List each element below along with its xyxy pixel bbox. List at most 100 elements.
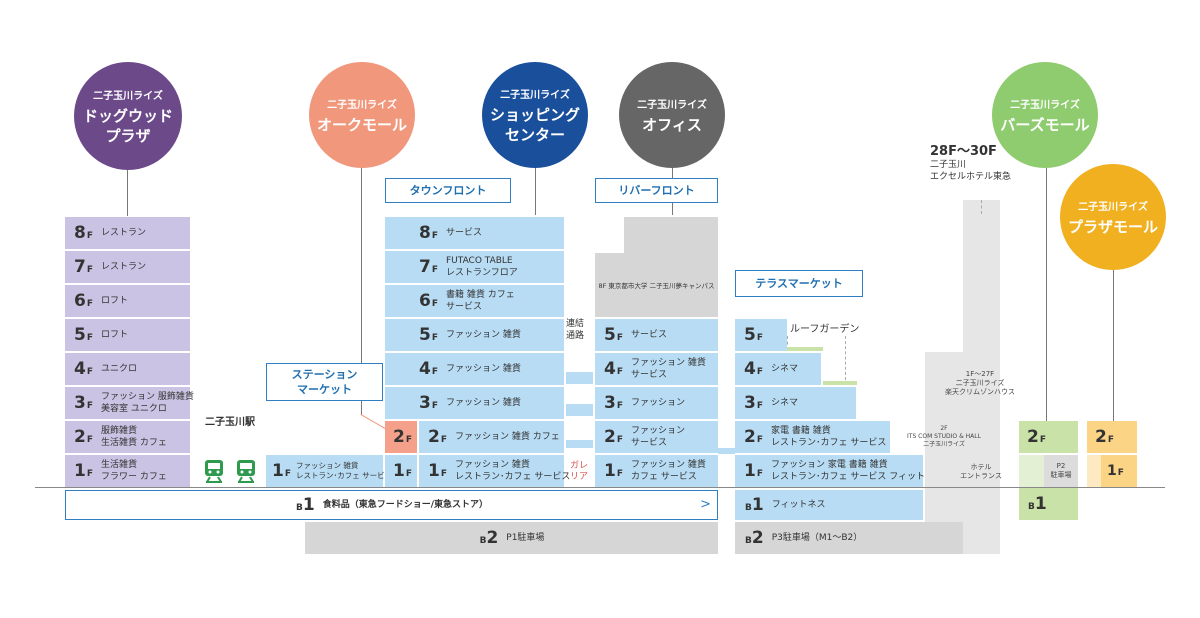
floor-desc: ファッション 雑貨 xyxy=(446,398,521,408)
bars-mall-circle: 二子玉川ライズ バーズモール xyxy=(992,62,1098,168)
floor-desc: 服飾雑貨 生活雑貨 カフェ xyxy=(101,426,167,448)
plaza-line xyxy=(1113,270,1114,421)
river-front-label: リバーフロント xyxy=(595,178,718,203)
terrace-b1-desc: フィットネス xyxy=(771,500,826,510)
b1-desc: 食料品（東急フードショー/東急ストア） xyxy=(322,500,488,510)
bars-floor-b1[interactable]: B1 xyxy=(1019,488,1078,520)
floor-number: 3F xyxy=(604,393,623,413)
floor-number: 1F xyxy=(272,461,291,481)
office-circle: 二子玉川ライズ オフィス xyxy=(619,62,725,168)
rakuten-tower xyxy=(963,200,1000,554)
plaza-floor-2[interactable]: 2F xyxy=(1087,421,1137,453)
terrace-b2-floor[interactable]: B2 P3駐車場（M1～B2） xyxy=(735,522,963,554)
floor-desc: レストラン xyxy=(101,228,147,238)
terrace-b2-desc: P3駐車場（M1～B2） xyxy=(771,533,863,543)
floor-number: 5F xyxy=(74,325,93,345)
station-floor-1[interactable]: 1F ファッション 雑貨 レストラン･カフェ サービス xyxy=(266,455,392,487)
office-title: オフィス xyxy=(642,115,702,134)
train-icon-1 xyxy=(203,459,225,487)
terrace-b1-floor[interactable]: B1 フィットネス xyxy=(735,490,923,520)
dogwood-floor-8[interactable]: 8F レストラン xyxy=(65,217,190,249)
station-market-label: ステーション マーケット xyxy=(266,363,383,401)
dogwood-title-2: プラザ xyxy=(105,126,151,145)
floor-desc: 生活雑貨 フラワー カフェ xyxy=(101,460,167,482)
hotel-dashed-line xyxy=(981,200,983,214)
floor-number: 2F xyxy=(604,427,623,447)
floor-desc: ファッション 雑貨 レストラン･カフェ サービス xyxy=(455,460,571,482)
station-market-label-1: ステーション xyxy=(291,368,358,381)
oak-floor-2[interactable]: 2F xyxy=(385,421,417,453)
floor-desc: シネマ xyxy=(771,364,799,374)
connector-3f xyxy=(566,404,593,416)
town-floor-2[interactable]: 2F ファッション 雑貨 カフェ xyxy=(419,421,564,453)
roof-garden-line-1 xyxy=(787,336,789,356)
b1-food-floor[interactable]: B1 食料品（東急フードショー/東急ストア） > xyxy=(65,490,718,520)
bars-floor-2[interactable]: 2F xyxy=(1019,421,1078,453)
floor-desc: ファッション 雑貨 レストラン･カフェ サービス xyxy=(296,461,393,480)
floor-desc: シネマ xyxy=(771,398,799,408)
floor-desc: ファッション 雑貨 カフェ xyxy=(455,432,560,442)
floor-number: 3F xyxy=(74,393,93,413)
renraku-label: 連結通路 xyxy=(566,319,585,341)
floor-number: 5F xyxy=(604,325,623,345)
brand-label: 二子玉川ライズ xyxy=(1010,99,1080,111)
brand-label: 二子玉川ライズ xyxy=(93,90,163,102)
connector-2f xyxy=(566,440,593,448)
floor-number: 4F xyxy=(744,359,763,379)
b2-parking-floor[interactable]: B2 P1駐車場 xyxy=(305,522,718,554)
oak-mall-circle: 二子玉川ライズ オークモール xyxy=(309,62,415,168)
roof-garden-line-2 xyxy=(845,336,847,380)
hotel-name-label: 二子玉川エクセルホテル東急 xyxy=(930,160,1012,182)
floor-number: 2F xyxy=(428,427,447,447)
office-8f-university: 8F 東京都市大学 二子玉川夢キャンパス xyxy=(595,253,718,317)
its-building xyxy=(925,352,963,554)
floor-desc: ファッション 雑貨 xyxy=(446,364,521,374)
connector-4f xyxy=(566,372,593,384)
floor-number: 5F xyxy=(744,325,763,345)
shopping-title-1: ショッピング xyxy=(489,105,580,124)
terrace-floor-3[interactable]: 3F シネマ xyxy=(735,387,856,419)
floor-number: 8F xyxy=(74,223,93,243)
floor-number: 7F xyxy=(74,257,93,277)
terrace-market-label: テラスマーケット xyxy=(735,270,863,297)
floor-desc: ファッション 雑貨 サービス xyxy=(631,358,706,380)
terrace-floor-5[interactable]: 5F xyxy=(735,319,787,351)
hotel-entrance-label: ホテルエントランス xyxy=(960,463,1002,480)
roof-garden-strip-2 xyxy=(823,381,857,385)
roof-garden-strip-1 xyxy=(787,347,823,351)
dogwood-line xyxy=(127,170,128,216)
plaza-floor-1[interactable]: 1F xyxy=(1101,455,1137,487)
oak-floor-1[interactable]: 1F xyxy=(385,455,417,487)
terrace-floor-4[interactable]: 4F シネマ xyxy=(735,353,821,385)
brand-label: 二子玉川ライズ xyxy=(1078,201,1148,213)
floor-number: 3F xyxy=(744,393,763,413)
floor-desc: ユニクロ xyxy=(101,364,138,374)
hotel-floors-label: 28F～30F xyxy=(930,144,997,159)
dogwood-plaza-circle: 二子玉川ライズ ドッグウッド プラザ xyxy=(74,62,182,170)
floor-desc: サービス xyxy=(446,228,483,238)
